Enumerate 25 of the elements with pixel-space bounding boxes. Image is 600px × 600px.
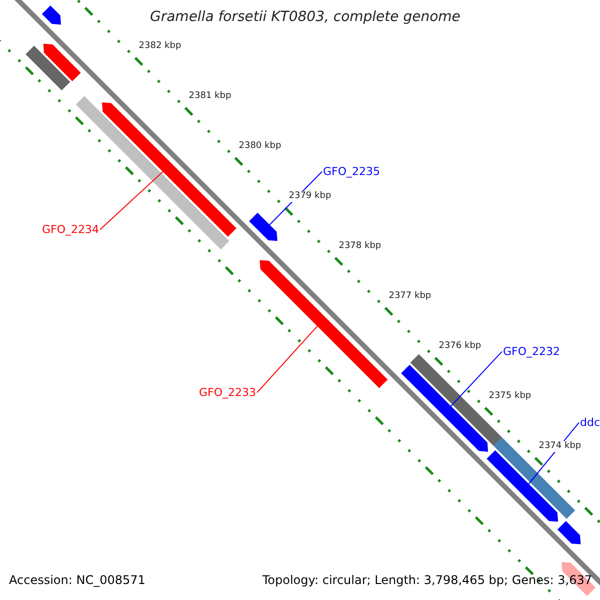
gene-label: GFO_2232 bbox=[503, 345, 560, 358]
gene-label: ddc bbox=[580, 416, 600, 430]
scale-label: 2378 kbp bbox=[338, 241, 382, 252]
gene-label: GFO_2233 bbox=[199, 386, 256, 400]
gene-feature bbox=[102, 102, 236, 237]
gene-label: GFO_2235 bbox=[323, 165, 380, 178]
footer-text: Topology: circular; Length: 3,798,465 bp; Genes: 3,637 bbox=[262, 573, 592, 588]
gene-feature bbox=[260, 260, 388, 388]
gene-feature bbox=[249, 212, 278, 241]
scale-label: 2380 kbp bbox=[238, 141, 282, 152]
scale-label: 2376 kbp bbox=[438, 341, 482, 352]
gene-feature bbox=[401, 364, 488, 452]
scale-label: 2375 kbp bbox=[488, 391, 532, 402]
gene-label: GFO_2234 bbox=[42, 223, 100, 236]
leader-line bbox=[256, 326, 318, 394]
scale-label: 2377 kbp bbox=[388, 291, 432, 302]
footer-text: Accession: NC_008571 bbox=[9, 573, 146, 588]
scale-label: 2382 kbp bbox=[138, 41, 182, 52]
scale-label: 2381 kbp bbox=[188, 91, 232, 102]
scale-label: 2374 kbp bbox=[538, 441, 582, 452]
leader-line bbox=[100, 171, 164, 230]
gene-feature bbox=[486, 450, 558, 522]
title: Gramella forsetii KT0803, complete genome bbox=[150, 9, 460, 26]
scale-label: 2379 kbp bbox=[288, 191, 332, 202]
leader-line bbox=[450, 351, 502, 407]
